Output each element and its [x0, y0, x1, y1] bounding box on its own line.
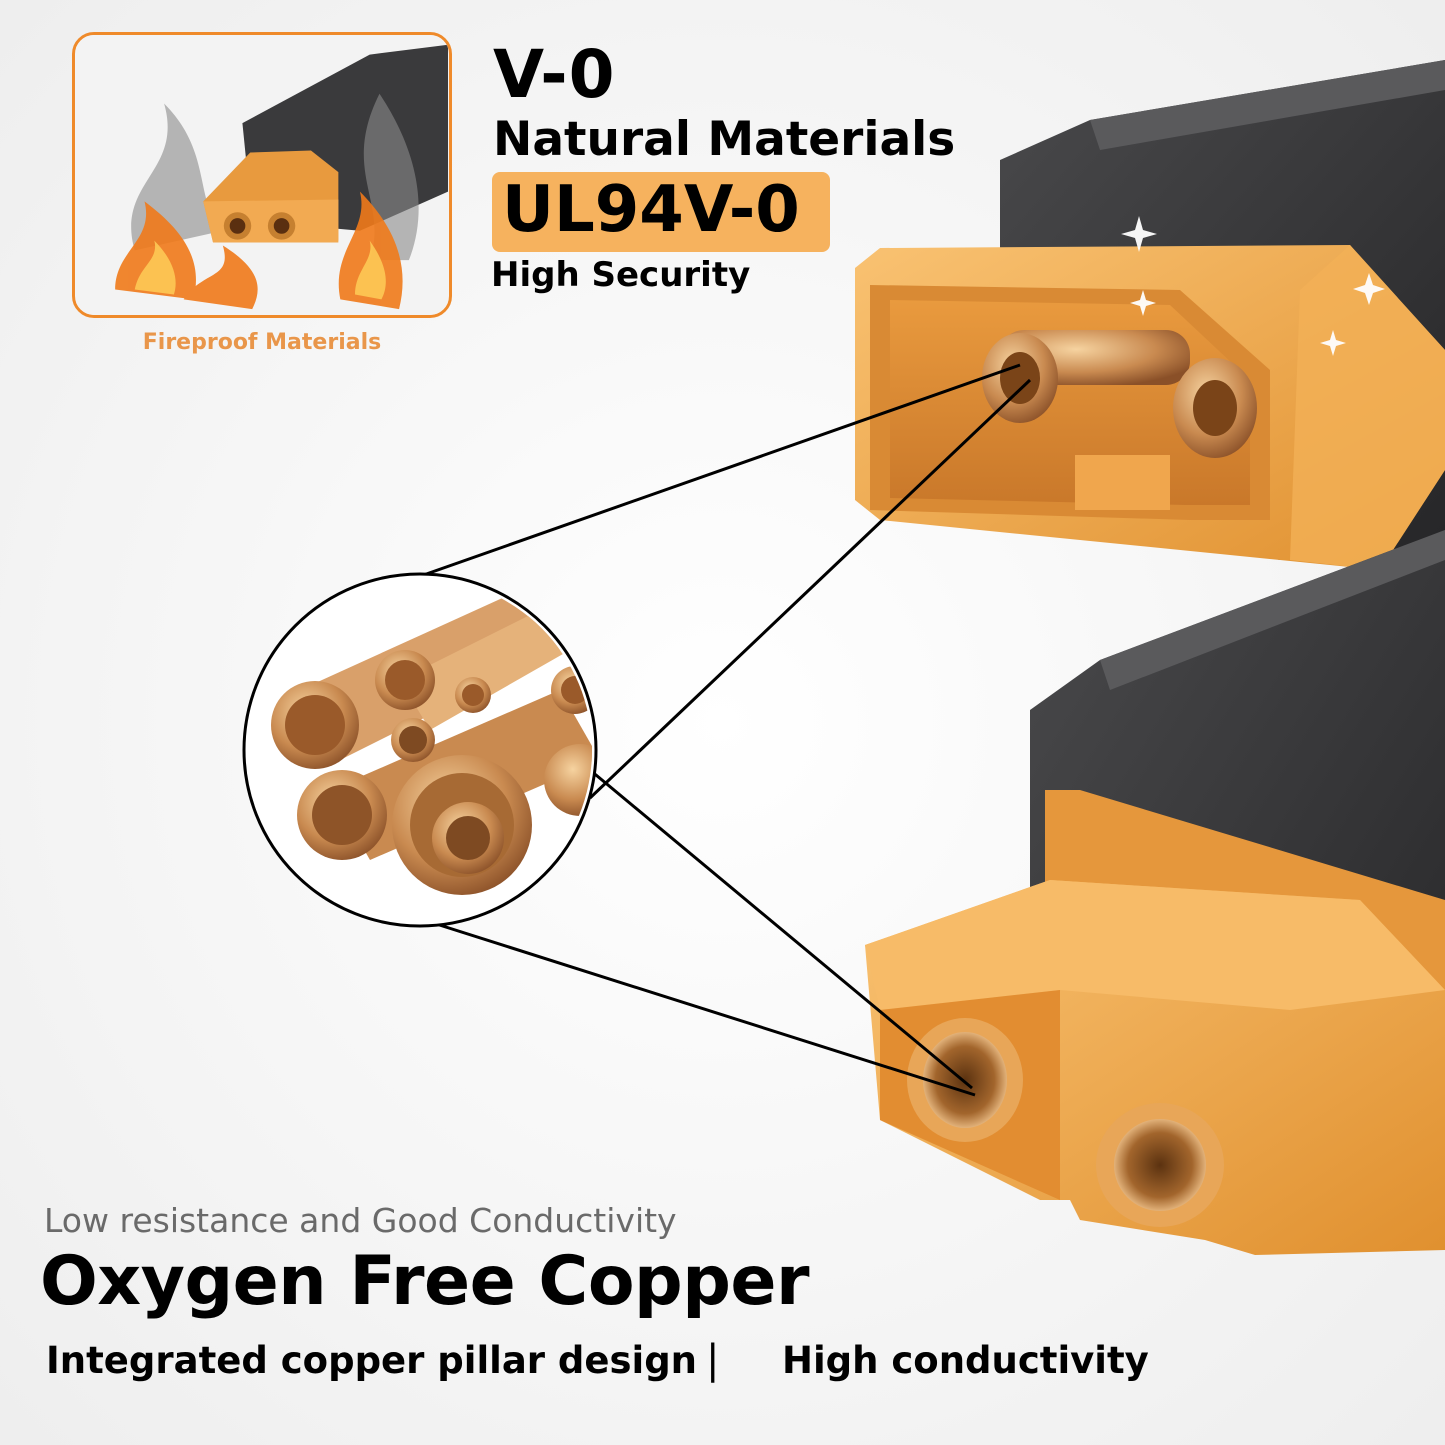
materials-heading: Natural Materials [493, 112, 956, 167]
standard-badge [492, 172, 830, 252]
security-heading: High Security [491, 255, 751, 295]
thumbnail-caption: Fireproof Materials [142, 330, 382, 355]
standard-heading: UL94V-0 [502, 173, 800, 247]
bottom-connector [865, 530, 1445, 1255]
top-connector [855, 60, 1445, 570]
fire-connector-icon [75, 35, 449, 315]
fireproof-thumbnail [72, 32, 452, 318]
feature-separator: | [706, 1337, 720, 1383]
feature-copper-pillar: Integrated copper pillar design [46, 1339, 698, 1382]
footer-subtitle: Low resistance and Good Conductivity [44, 1201, 677, 1240]
copper-tubes-lens [242, 572, 598, 928]
rating-heading: V-0 [493, 36, 616, 113]
magnifier-lines [414, 363, 1032, 1097]
footer-title: Oxygen Free Copper [40, 1242, 810, 1321]
feature-conductivity: High conductivity [782, 1339, 1149, 1382]
